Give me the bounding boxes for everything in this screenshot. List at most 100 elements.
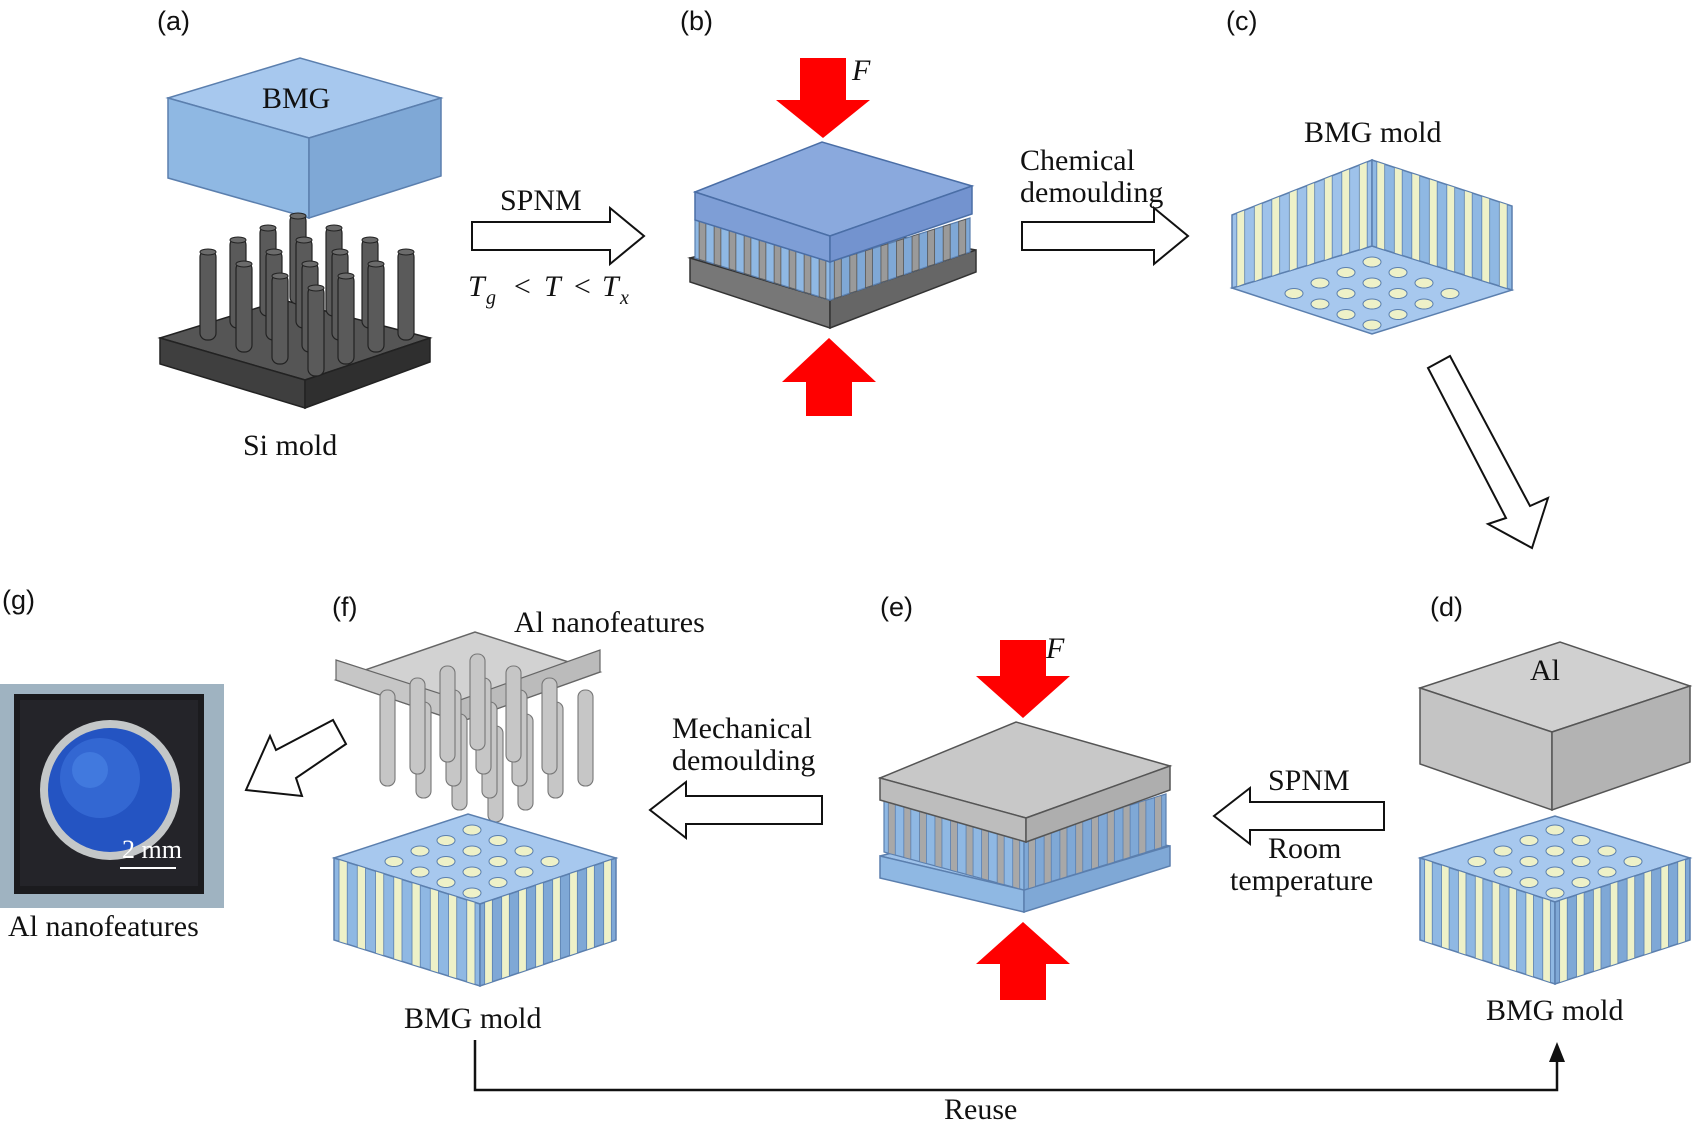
mechanical-demoulding-label: demoulding [672,744,815,777]
f-mold-hole [488,856,508,867]
panel-a-bmg-block: BMG [165,57,444,220]
e-wall-pillar [1154,794,1163,851]
si-pillar [307,285,325,377]
d-mold-hole [1597,866,1617,878]
c-mold-hole [1440,288,1460,299]
panel-label-f: (f) [332,592,357,622]
e-wall-pillar [1106,809,1115,865]
d-mold-hole [1545,824,1565,836]
f-mold-pillar [429,887,439,974]
d-mold-pillar [1660,864,1669,951]
si-pillar-top [337,272,355,280]
e-wall-pillar [1075,819,1084,875]
spnm-top-label: SPNM [500,184,582,217]
panel-e-pillar-wall [887,794,1163,890]
d-mold-pillar [1424,858,1433,945]
si-pillar-top [265,248,283,256]
bmg-mold-holes-c [1284,256,1460,331]
d-mold-hole [1545,887,1565,899]
panel-c-bmg-mold: BMG mold [1229,116,1515,335]
c-mold-hole [1336,267,1356,278]
f-mold-hole [462,866,482,878]
panel-label-b: (b) [680,6,713,36]
c-mold-hole [1362,256,1382,268]
reuse-loop: Reuse [473,1040,1565,1126]
c-mold-hole [1336,309,1356,320]
c-mold-hole [1414,277,1434,289]
f-mold-hole [488,877,508,888]
panel-a-si-mold: Si mold [157,212,433,462]
si-pillars [199,212,415,377]
si-pillar [199,249,217,341]
c-mold-pillar [1358,161,1368,251]
si-pillar [337,273,355,365]
f-mold-pillar [356,864,366,951]
panel-label-c: (c) [1226,6,1257,36]
panel-label-g: (g) [2,585,35,615]
panel-label-e: (e) [880,592,913,622]
d-mold-pillar [1508,886,1518,973]
d-mold-pillar [1474,875,1484,962]
d-mold-hole [1545,845,1565,857]
c-mold-hole [1388,288,1408,299]
force-arrow-up-e [976,922,1070,1000]
b-wall-pillar [698,220,707,262]
d-mold-pillar [1677,858,1686,945]
svg-text:x: x [619,287,629,309]
f-mold-hole [436,877,456,888]
al-nanopillar [469,653,486,751]
panel-g-photo: 2 mm Al nanofeatures [0,684,224,943]
b-wall-pillar [880,243,889,283]
panel-d-bmg-mold: BMG mold [1417,815,1693,1027]
al-block-label: Al [1530,654,1560,687]
d-mold-pillar [1643,869,1653,956]
e-wall-pillar [1012,834,1021,890]
b-wall-pillar [713,225,722,267]
b-wall-pillar [773,244,782,286]
arrow-e-to-f: Mechanical demoulding [648,712,823,841]
bmg-mold-label-f: BMG mold [404,1002,542,1035]
c-mold-pillar [1253,202,1263,283]
e-wall-pillar [1059,824,1068,880]
d-mold-pillar [1609,880,1619,967]
bmg-mold-holes-d [1467,824,1643,899]
c-mold-pillar [1341,168,1351,257]
force-label-e: F [1045,632,1065,665]
c-mold-hole [1388,309,1408,320]
f-mold-pillar [484,899,493,985]
f-mold-hole [514,866,534,878]
svg-text:T: T [468,270,487,303]
b-wall-pillar [728,230,737,272]
d-mold-pillar [1441,864,1450,951]
f-mold-hole [462,824,482,836]
panel-f-al-nanofeatures: Al nanofeatures [333,606,705,823]
panel-e-pressing: F [877,632,1173,1000]
bmg-mold-label-c: BMG mold [1304,116,1442,149]
si-pillar-top [235,260,253,268]
al-nanofeatures-label-g: Al nanofeatures [8,910,199,943]
bmg-mold-pillars-c [1236,161,1508,290]
e-wall-pillar [1138,799,1147,855]
mechanical-label: Mechanical [672,712,812,745]
al-nanopillar [505,665,522,763]
b-wall-pillar [803,253,812,295]
d-mold-pillar [1626,875,1636,962]
d-mold-hole [1571,835,1591,846]
f-mold-hole [462,845,482,857]
d-mold-pillar [1457,869,1467,956]
c-mold-hole [1414,298,1434,310]
c-mold-pillar [1271,195,1281,278]
svg-text:<: < [572,270,592,303]
c-mold-pillar [1446,184,1456,273]
c-mold-hole [1310,277,1330,289]
si-pillar-top [259,224,277,232]
c-mold-hole [1362,277,1382,289]
f-mold-hole [462,887,482,899]
force-arrow-down-b [776,58,870,138]
si-pillar [397,249,415,341]
e-wall-pillar [887,800,896,856]
panel-b-pressing: F [687,54,977,416]
e-wall-pillar [1122,804,1131,860]
c-mold-pillar [1323,175,1333,262]
